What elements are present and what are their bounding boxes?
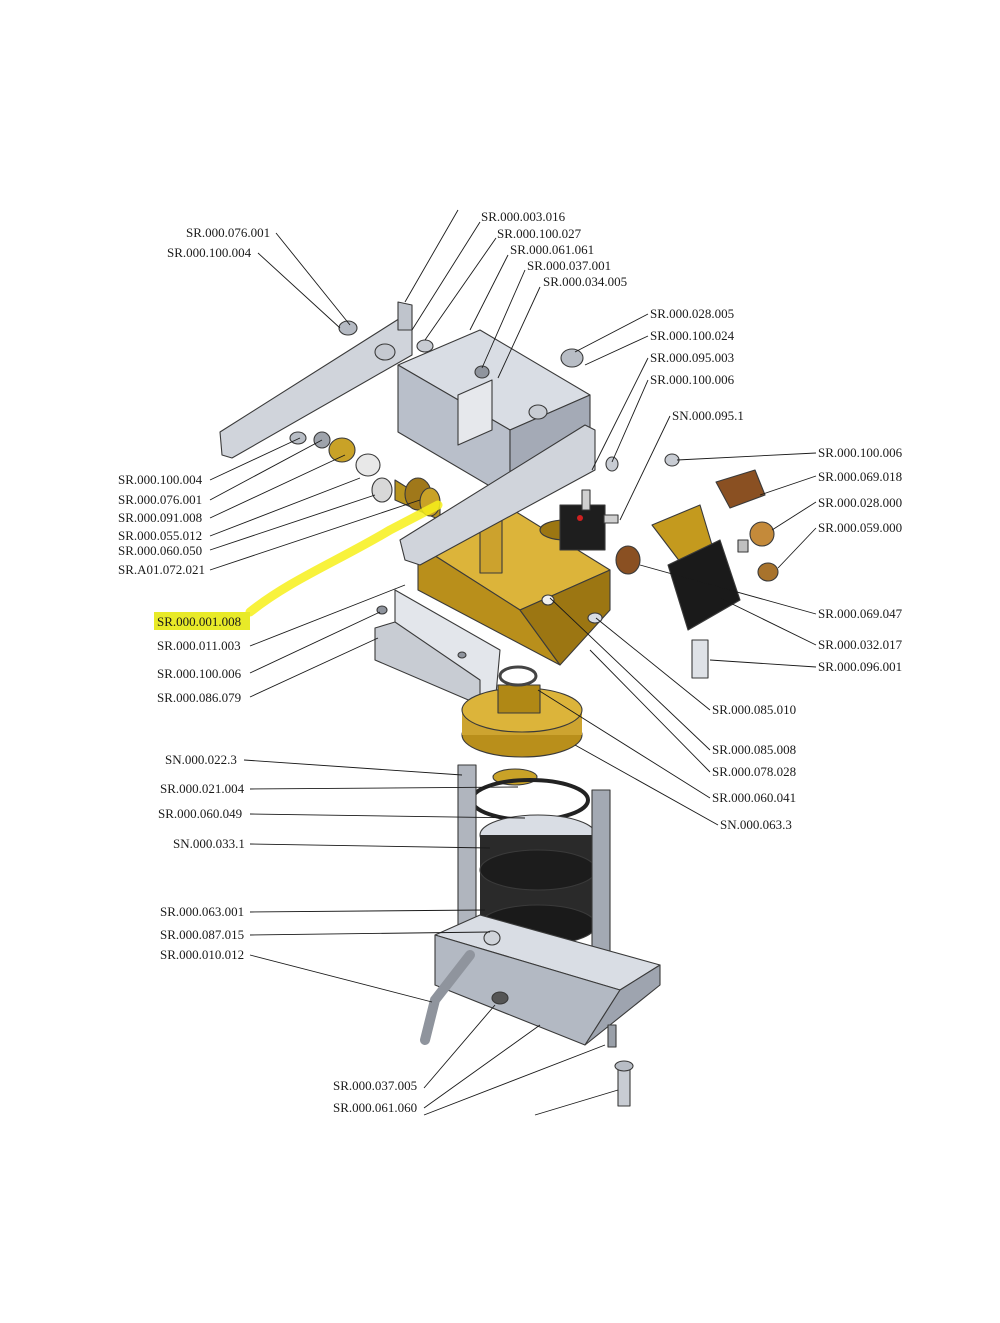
label-sr-a01-072-021: SR.A01.072.021	[118, 562, 205, 577]
label-sr-000-096-001: SR.000.096.001	[818, 659, 902, 674]
label-sr-000-060-050: SR.000.060.050	[118, 543, 202, 558]
label-sr-000-034-005: SR.000.034.005	[543, 274, 627, 289]
label-sr-000-100-006-b: SR.000.100.006	[818, 445, 903, 460]
label-sr-000-011-003: SR.000.011.003	[157, 638, 241, 653]
lower-bracket	[399, 424, 596, 566]
label-sr-000-086-079: SR.000.086.079	[157, 690, 241, 705]
label-sr-000-061-061: SR.000.061.061	[510, 242, 594, 257]
label-sr-000-100-006-c: SR.000.100.006	[157, 666, 242, 681]
label-sr-000-078-028: SR.000.078.028	[712, 764, 796, 779]
label-sr-000-037-001: SR.000.037.001	[527, 258, 611, 273]
label-sr-000-021-004: SR.000.021.004	[160, 781, 245, 796]
label-sr-000-069-047: SR.000.069.047	[818, 606, 903, 621]
thermostat	[539, 456, 619, 551]
label-sr-000-100-027: SR.000.100.027	[497, 226, 582, 241]
label-sr-000-055-012: SR.000.055.012	[118, 528, 202, 543]
label-sr-000-003-016: SR.000.003.016	[481, 209, 566, 224]
boiler-body	[457, 764, 611, 981]
highlight-box	[154, 612, 250, 630]
valve-stack	[289, 431, 441, 521]
label-sr-000-100-004-top: SR.000.100.004	[167, 245, 252, 260]
base-plate	[420, 914, 661, 1107]
label-sr-000-037-005: SR.000.037.005	[333, 1078, 417, 1093]
upper-bracket	[219, 301, 413, 459]
label-sr-000-085-010: SR.000.085.010	[712, 702, 796, 717]
label-sn-000-033-1: SN.000.033.1	[173, 836, 245, 851]
label-sr-000-076-001-top: SR.000.076.001	[186, 225, 270, 240]
label-sr-000-010-012: SR.000.010.012	[160, 947, 244, 962]
solenoid-valve	[615, 453, 779, 679]
label-sn-000-095-1: SN.000.095.1	[672, 408, 744, 423]
parts-drawing	[154, 301, 779, 1107]
label-sr-000-028-005: SR.000.028.005	[650, 306, 734, 321]
label-sr-000-087-015: SR.000.087.015	[160, 927, 244, 942]
part-labels: SR.000.003.016 SR.000.076.001 SR.000.100…	[118, 209, 903, 1115]
label-sn-000-022-3: SN.000.022.3	[165, 752, 237, 767]
upper-screws	[338, 320, 584, 462]
label-sr-000-059-000: SR.000.059.000	[818, 520, 902, 535]
label-sr-000-091-008: SR.000.091.008	[118, 510, 202, 525]
label-sr-000-085-008: SR.000.085.008	[712, 742, 796, 757]
label-sr-000-060-041: SR.000.060.041	[712, 790, 796, 805]
label-sr-000-095-003: SR.000.095.003	[650, 350, 734, 365]
label-sr-000-032-017: SR.000.032.017	[818, 637, 903, 652]
label-sr-000-060-049: SR.000.060.049	[158, 806, 242, 821]
leader-lines	[209, 209, 817, 1116]
label-sr-000-061-060: SR.000.061.060	[333, 1100, 417, 1115]
label-sr-000-063-001: SR.000.063.001	[160, 904, 244, 919]
label-sr-000-100-006-a: SR.000.100.006	[650, 372, 735, 387]
label-sr-000-100-024: SR.000.100.024	[650, 328, 735, 343]
label-sr-000-001-008-highlighted: SR.000.001.008	[157, 614, 241, 629]
label-sr-000-076-001-left: SR.000.076.001	[118, 492, 202, 507]
highlight-mark	[245, 500, 443, 617]
label-sn-000-063-3: SN.000.063.3	[720, 817, 792, 832]
label-sr-000-069-018: SR.000.069.018	[818, 469, 902, 484]
label-sr-000-100-004-left: SR.000.100.004	[118, 472, 203, 487]
label-sr-000-028-000: SR.000.028.000	[818, 495, 902, 510]
